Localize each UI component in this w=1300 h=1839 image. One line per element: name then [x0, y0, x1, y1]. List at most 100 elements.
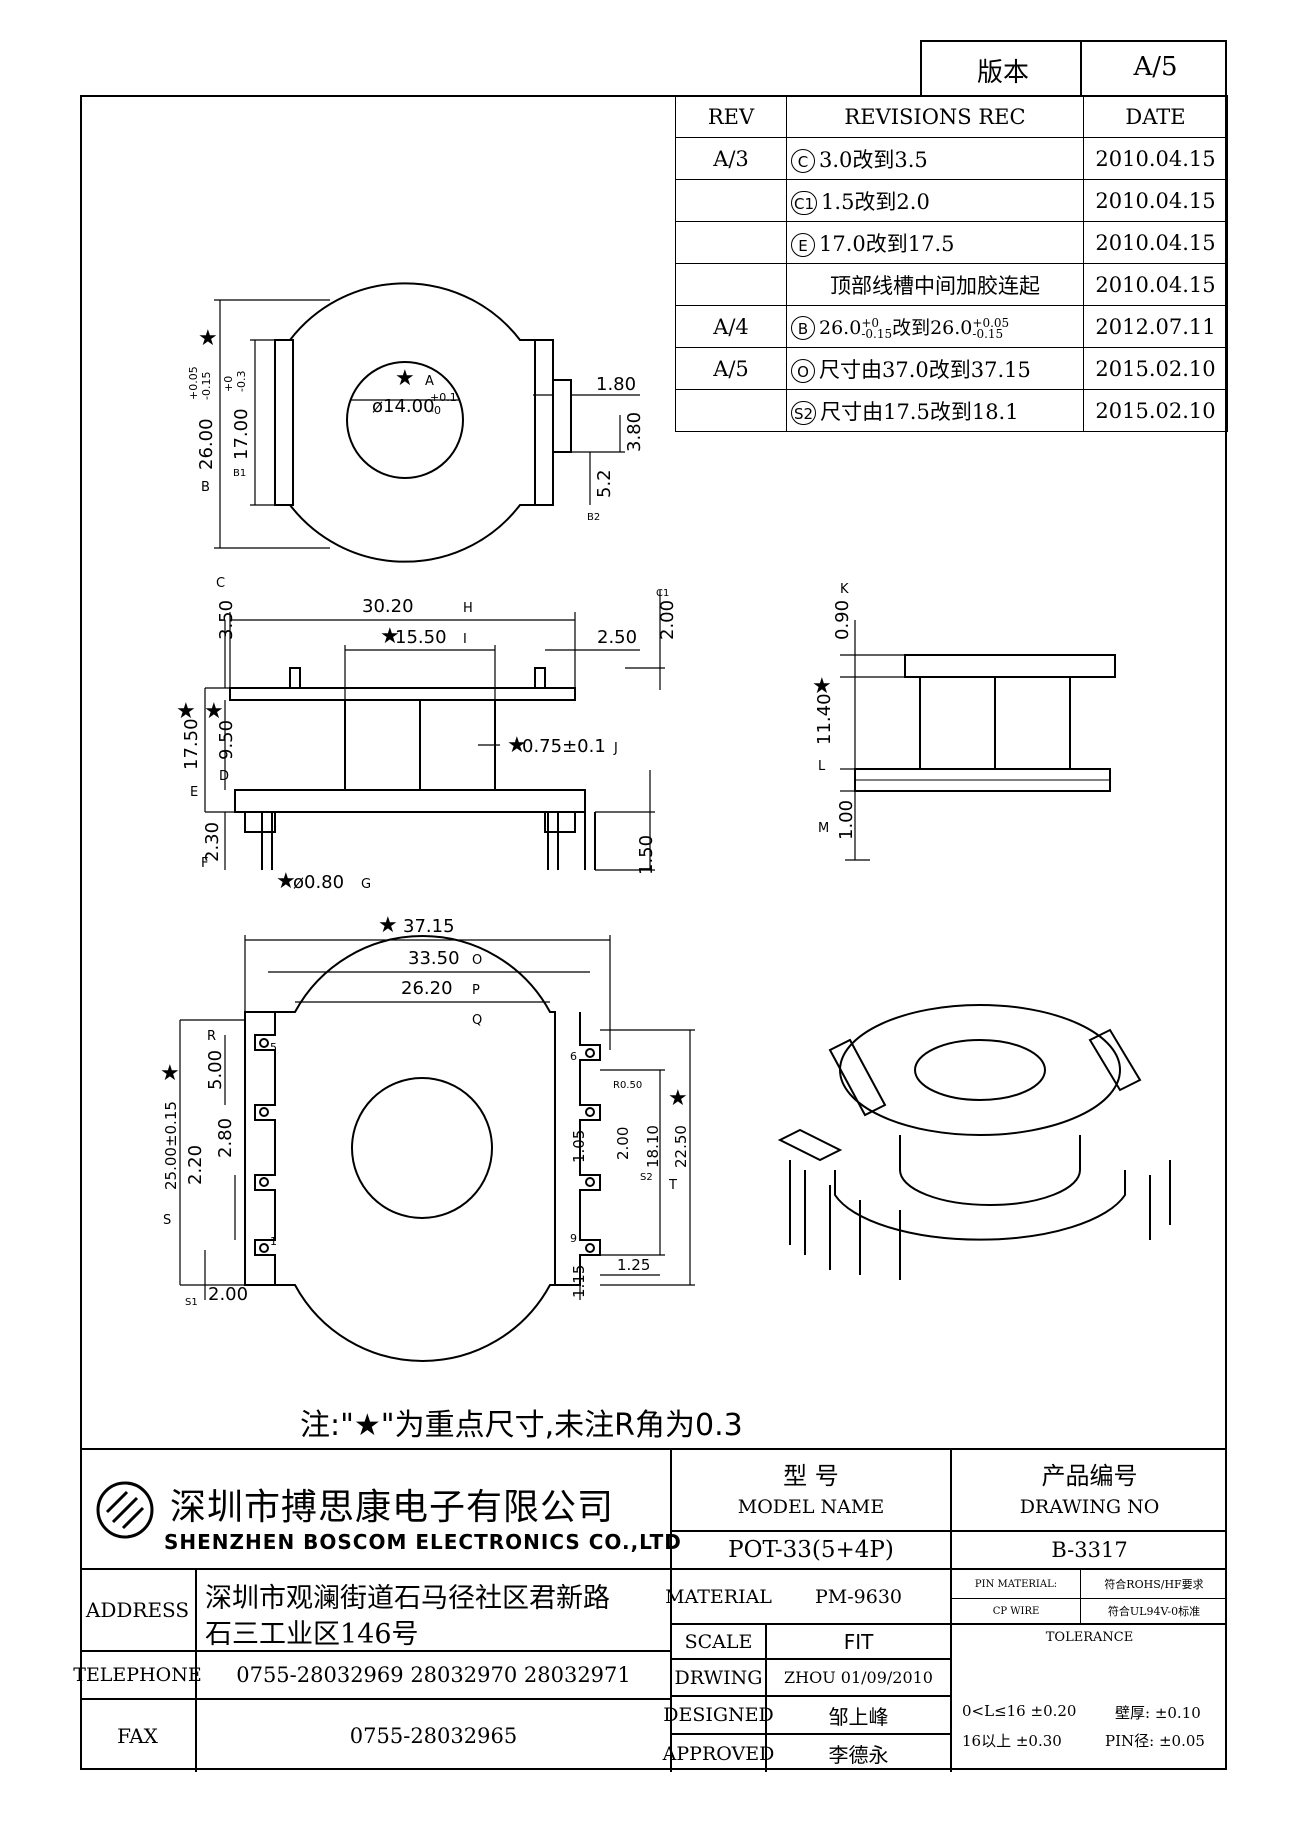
label-e: E [190, 785, 198, 800]
dim-25-00: 25.00±0.15 [162, 1101, 180, 1190]
dim-30-20: 30.20 [362, 596, 414, 617]
drawing-frame [80, 95, 1227, 1770]
label-s1: S1 [185, 1297, 198, 1308]
label-b1: B1 [233, 468, 246, 479]
label-s2: S2 [640, 1172, 653, 1183]
dim-1-00: 1.00 [836, 800, 857, 840]
telephone-value: 0755-28032969 28032970 28032971 [236, 1663, 631, 1687]
dim-17-tol-up: +0 [222, 376, 235, 392]
approved-value: 李德永 [828, 1743, 889, 1767]
date-cell: 2010.04.15 [1083, 179, 1228, 222]
label-c: C [216, 576, 225, 591]
label-b2: B2 [587, 512, 600, 523]
tol-up: +0.05 [972, 316, 1010, 330]
dim-1-80: 1.80 [596, 374, 636, 395]
top-view [214, 282, 640, 563]
drawing-label-en: DRAWING NO [1019, 1496, 1160, 1518]
drawing-value: B-3317 [1051, 1538, 1128, 1562]
tol-up: +0 [861, 316, 880, 330]
cp-wire-label: CP WIRE [992, 1605, 1040, 1617]
pin-material-value: 符合ROHS/HF要求 [1104, 1578, 1204, 1591]
label-j: J [613, 741, 618, 756]
drawing-label-cn: 产品编号 [1041, 1461, 1138, 1490]
material-label: MATERIAL [665, 1585, 772, 1608]
label-b: B [201, 480, 210, 495]
date-header: DATE [1083, 95, 1228, 138]
mark-b: B [791, 316, 815, 340]
dim-26-20: 26.20 [401, 978, 453, 999]
dim-11-40: 11.40 [814, 693, 835, 745]
rec-text: 3.0改到3.5 [819, 147, 928, 172]
dim-14-tol-up: +0.1 [430, 391, 457, 404]
scale-label: SCALE [684, 1630, 753, 1653]
star-mark: ★ [198, 326, 218, 351]
pin-number: 1 [270, 1235, 277, 1248]
label-a: A [425, 374, 434, 389]
scale-value: FIT [843, 1629, 874, 1654]
rev-cell [675, 179, 787, 222]
tol-down: -0.15 [861, 327, 893, 341]
pin-material-label: PIN MATERIAL: [974, 1578, 1058, 1590]
drawing-note: 注:"★"为重点尺寸,未注R角为0.3 [300, 1408, 743, 1443]
address-line-2: 石三工业区146号 [205, 1619, 419, 1650]
dim-33-50: 33.50 [408, 948, 460, 969]
star-mark: ★ [378, 913, 398, 938]
fax-label: FAX [117, 1724, 158, 1748]
dim-1-05: 1.05 [570, 1130, 588, 1163]
side-view [204, 590, 665, 871]
star-mark: ★ [507, 733, 527, 758]
dim-5-2: 5.2 [594, 469, 615, 498]
date-cell: 2010.04.15 [1083, 263, 1228, 306]
dim-2-30: 2.30 [202, 822, 223, 862]
label-m: M [818, 821, 829, 836]
fax-value: 0755-28032965 [349, 1724, 518, 1748]
rec-text: 26.0 [819, 317, 862, 339]
dim-26: 26.00 [196, 418, 217, 470]
isometric-view [777, 1004, 1171, 1280]
dim-2-20: 2.20 [185, 1145, 206, 1185]
dim-3-80: 3.80 [624, 412, 645, 452]
dim-0-80: ø0.80 [293, 872, 344, 893]
star-mark: ★ [204, 699, 224, 724]
dim-17-50: 17.50 [181, 718, 202, 770]
cp-wire-value: 符合UL94V-0标准 [1107, 1605, 1201, 1618]
dim-2-00-b: 2.00 [208, 1284, 248, 1305]
label-k: K [840, 582, 849, 597]
company-name-cn: 深圳市搏思康电子有限公司 [170, 1487, 615, 1528]
star-mark: ★ [380, 624, 400, 649]
dim-26-tol-up: +0.05 [187, 366, 200, 400]
tolerance-label: TOLERANCE [1045, 1629, 1134, 1645]
label-i: I [463, 632, 467, 647]
model-value: POT-33(5+4P) [728, 1537, 894, 1563]
mark-c1: C1 [791, 190, 818, 215]
material-value: PM-9630 [814, 1585, 902, 1608]
rec-text: 尺寸由17.5改到18.1 [820, 399, 1019, 424]
dim-0-75: 0.75±0.1 [522, 736, 606, 757]
rev-cell [675, 221, 787, 264]
dim-2-00-c: 2.00 [614, 1127, 632, 1160]
company-name-en: SHENZHEN BOSCOM ELECTRONICS CO.,LTD [164, 1530, 682, 1554]
dim-3-50: 3.50 [216, 600, 237, 640]
rec-text: 1.5改到2.0 [821, 189, 930, 214]
dim-9-50: 9.50 [216, 720, 237, 760]
model-label-cn: 型 号 [783, 1461, 839, 1490]
label-o: O [472, 953, 482, 968]
dim-0-90: 0.90 [832, 600, 853, 640]
tolerance-line-2: 16以上 ±0.30 [962, 1732, 1062, 1750]
dim-18-10: 18.10 [644, 1125, 662, 1168]
label-q: Q [472, 1013, 482, 1028]
label-l: L [818, 759, 826, 774]
rec-text: 改到26.0 [892, 317, 973, 339]
revision-row: 顶部线槽中间加胶连起 2010.04.15 [675, 263, 1228, 306]
star-mark: ★ [276, 869, 296, 894]
date-cell: 2010.04.15 [1083, 137, 1228, 180]
telephone-label: TELEPHONE [73, 1664, 202, 1686]
wall-tolerance: 壁厚: ±0.10 [1115, 1704, 1201, 1722]
